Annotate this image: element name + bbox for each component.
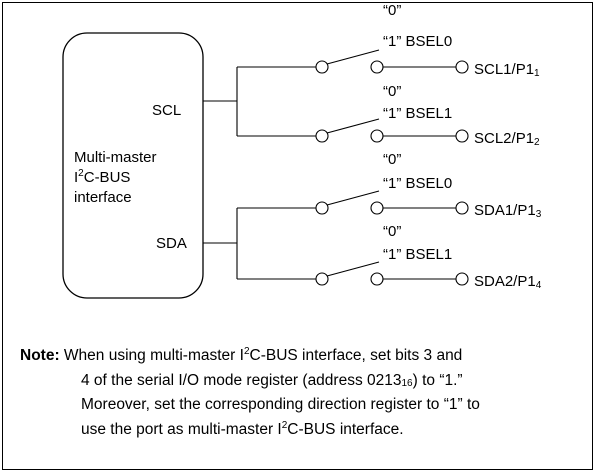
port-sda2-label: SDA2/P14 [474,273,542,291]
switch-scl1-label-1: “1” BSEL0 [383,33,452,50]
switch-scl2-label-0: “0” [383,83,401,100]
switch-scl1 [315,49,469,74]
switch-scl2-label-1: “1” BSEL1 [383,105,452,122]
port-scl1-label: SCL1/P11 [474,61,540,79]
note-line-2: 4 of the serial I/O mode register (addre… [81,371,463,389]
scl-pin-label: SCL [152,102,181,119]
figure-frame [2,2,593,470]
note-line-1: Note: When using multi-master I2C-BUS in… [20,346,463,365]
sda-wiring [203,207,316,280]
switch-sda2 [315,261,469,286]
switch-sda2-label-0: “0” [383,223,401,240]
port-scl2-label: SCL2/P12 [474,130,540,148]
note-line-3: Moreover, set the corresponding directio… [81,396,480,413]
switch-scl2 [315,118,469,143]
scl-wiring [203,66,316,137]
port-sda1-label: SDA1/P13 [474,202,542,220]
interface-title-line3: interface [74,189,132,206]
interface-title-line1: Multi-master [74,149,157,166]
switch-sda1-label-1: “1” BSEL0 [383,175,452,192]
note-block: Note: When using multi-master I2C-BUS in… [20,344,590,442]
switch-sda1-label-0: “0” [383,151,401,168]
note-heading: Note: [20,347,60,364]
sda-pin-label: SDA [156,235,187,252]
switch-sda1 [315,190,469,215]
interface-title-line2: I2C-BUS [74,168,130,186]
interface-block [62,32,204,299]
switch-scl1-label-0: “0” [383,2,401,19]
note-line-4: use the port as multi-master I2C-BUS int… [81,419,404,438]
switch-sda2-label-1: “1” BSEL1 [383,246,452,263]
